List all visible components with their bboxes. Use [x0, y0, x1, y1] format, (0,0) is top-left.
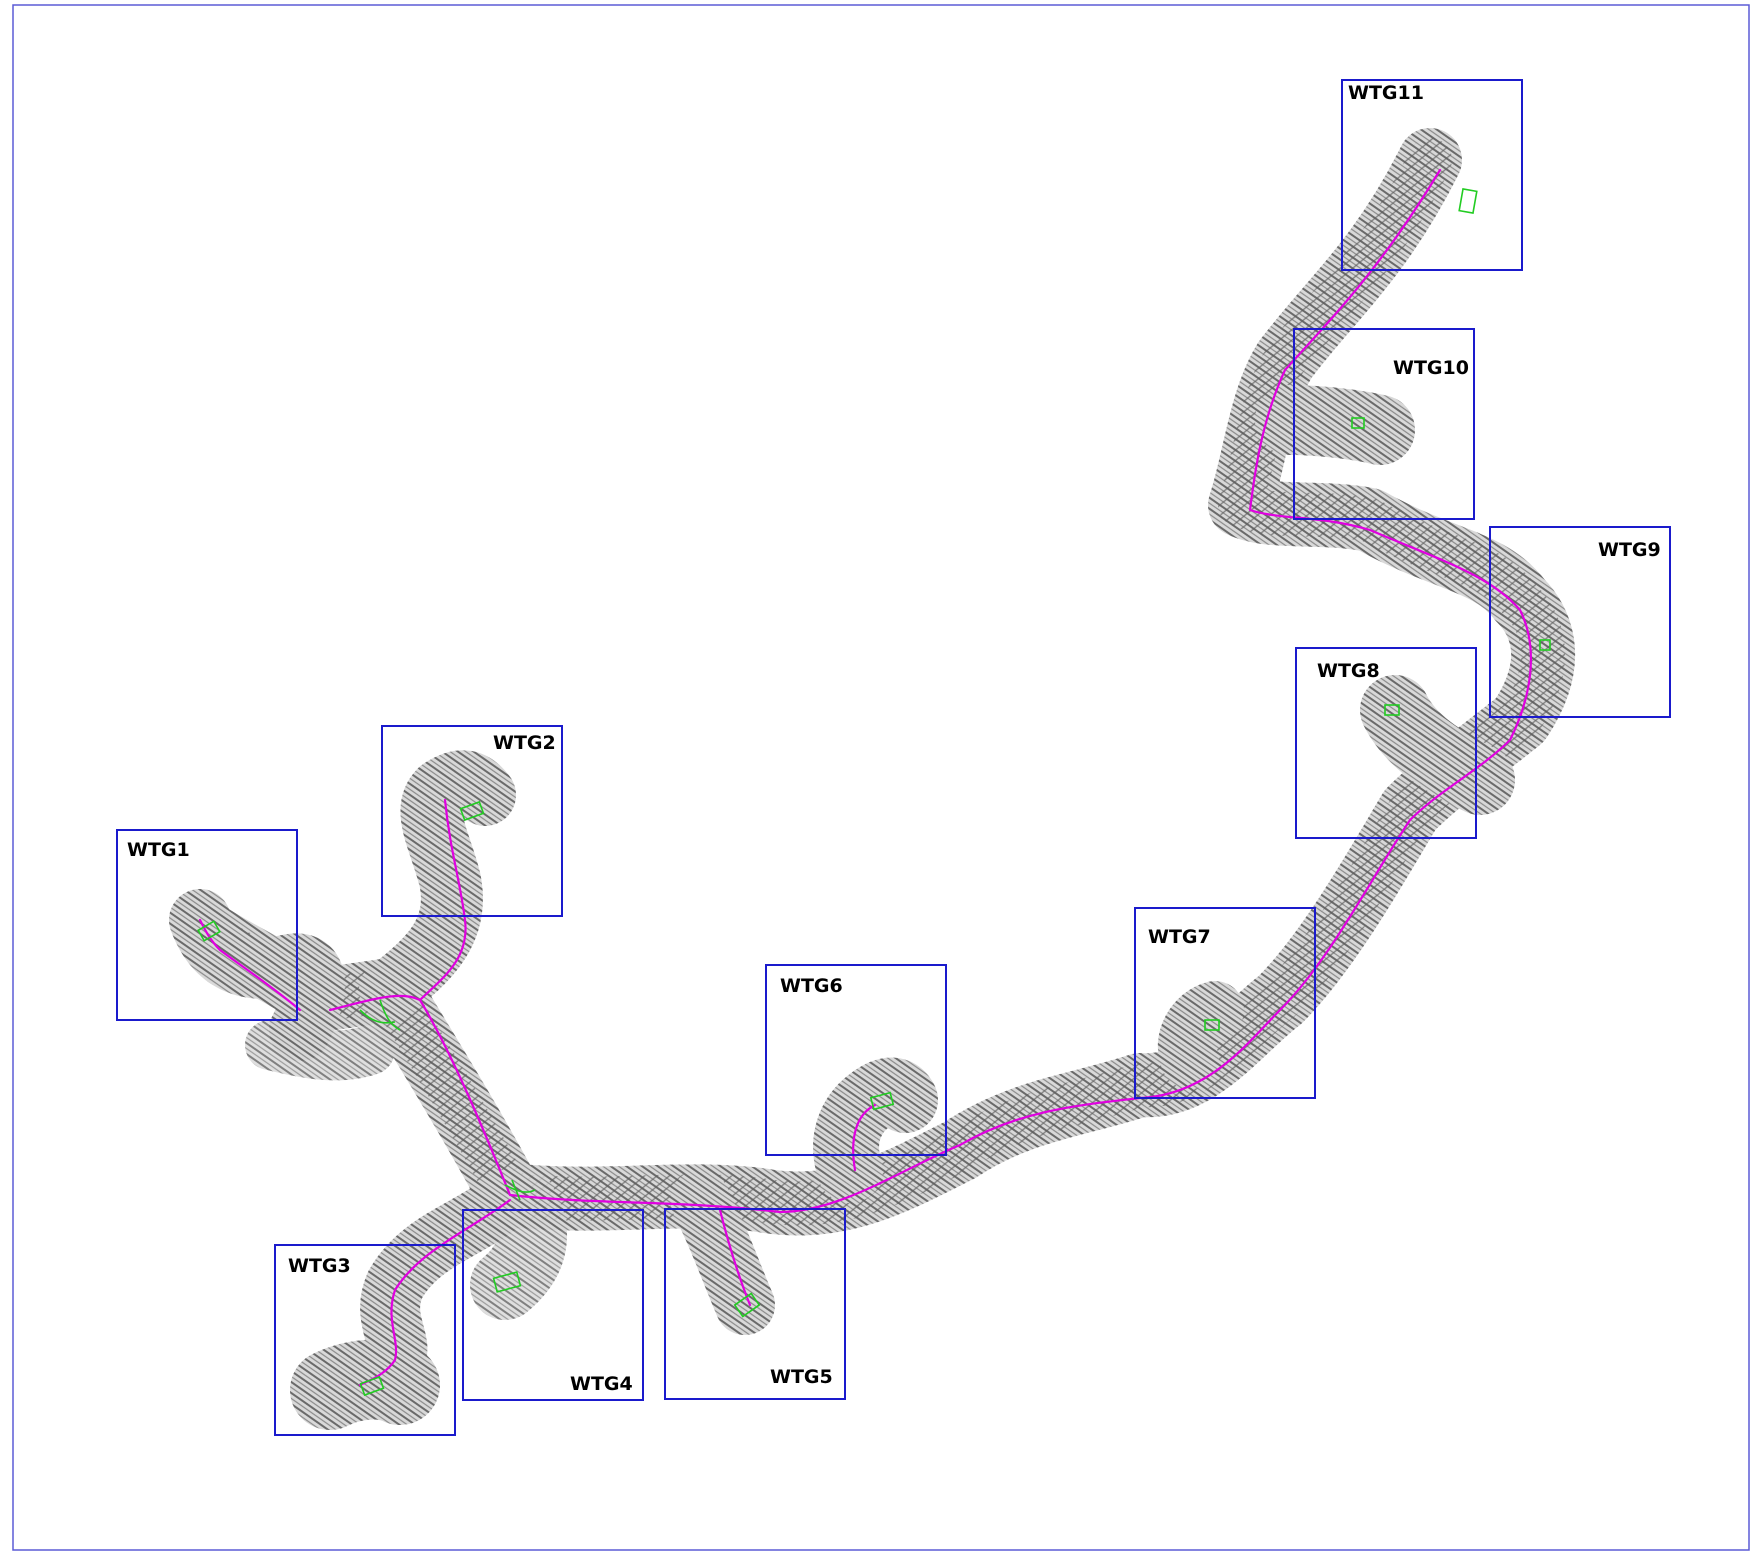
turbine-pads: [197, 188, 1551, 1397]
sheet-label-wtg4: WTG4: [570, 1373, 633, 1395]
terrain-corridor: [169, 128, 1575, 1430]
road-spur-wtg1: [198, 918, 302, 1012]
sheet-box-wtg8: [1295, 647, 1477, 839]
sheet-box-wtg1: [116, 829, 298, 1021]
terrain-spur-wtg10: [1255, 385, 1415, 465]
sheet-label-wtg10: WTG10: [1393, 357, 1469, 379]
pad-wtg6: [869, 1091, 895, 1111]
terrain-spur-wtg7: [1157, 981, 1244, 1089]
terrain-spur-wtg5: [670, 1170, 775, 1335]
sheet-label-wtg6: WTG6: [780, 975, 843, 997]
sheet-label-wtg1: WTG1: [127, 839, 190, 861]
pad-junction-main: [504, 1179, 536, 1201]
road-spur-wtg2: [418, 798, 467, 1002]
road-main: [328, 168, 1532, 1214]
sheet-box-wtg2: [381, 725, 563, 917]
pad-wtg2: [459, 800, 485, 822]
sheet-label-wtg11: WTG11: [1348, 82, 1424, 104]
sheet-label-wtg5: WTG5: [770, 1366, 833, 1388]
terrain-spur-wtg8: [1360, 675, 1515, 815]
sheet-boxes: [116, 79, 1671, 1436]
sheet-labels: WTG1 WTG2 WTG3 WTG4 WTG5 WTG6 WTG7 WTG8 …: [127, 82, 1661, 1395]
sheet-label-wtg7: WTG7: [1148, 926, 1211, 948]
sheet-box-wtg5: [664, 1208, 846, 1400]
map-frame: [12, 4, 1750, 1551]
sheet-box-wtg10: [1293, 328, 1475, 520]
terrain-spur-wtg2: [359, 750, 516, 1021]
pad-wtg4: [492, 1271, 522, 1293]
sheet-box-wtg9: [1489, 526, 1671, 718]
terrain-spur-wtg6: [813, 1057, 938, 1203]
pad-junction-wtg1: [359, 999, 401, 1031]
sheet-box-wtg3: [274, 1244, 456, 1436]
sheet-box-wtg7: [1134, 907, 1316, 1099]
sheet-label-wtg8: WTG8: [1317, 660, 1380, 682]
sheet-label-wtg2: WTG2: [493, 732, 556, 754]
pad-wtg9: [1539, 639, 1551, 651]
sheet-label-wtg9: WTG9: [1598, 539, 1661, 561]
pad-wtg8: [1384, 704, 1400, 716]
sheet-box-wtg6: [765, 964, 947, 1156]
sheet-label-wtg3: WTG3: [288, 1255, 351, 1277]
road-spur-wtg3: [358, 1198, 512, 1387]
terrain-spur-wtg3-tip: [290, 1339, 440, 1430]
pad-wtg7: [1204, 1019, 1220, 1031]
sheet-box-wtg4: [462, 1209, 644, 1401]
terrain-spur-wtg4: [470, 1165, 567, 1320]
road-spur-wtg6: [852, 1103, 877, 1172]
pad-wtg3: [359, 1375, 385, 1397]
pad-wtg11: [1458, 188, 1478, 214]
terrain-junction-wtg1: [245, 1020, 395, 1081]
pad-wtg5: [733, 1292, 761, 1318]
pad-wtg1: [197, 920, 221, 942]
pad-wtg10: [1351, 417, 1365, 429]
sheet-box-wtg11: [1341, 79, 1523, 271]
